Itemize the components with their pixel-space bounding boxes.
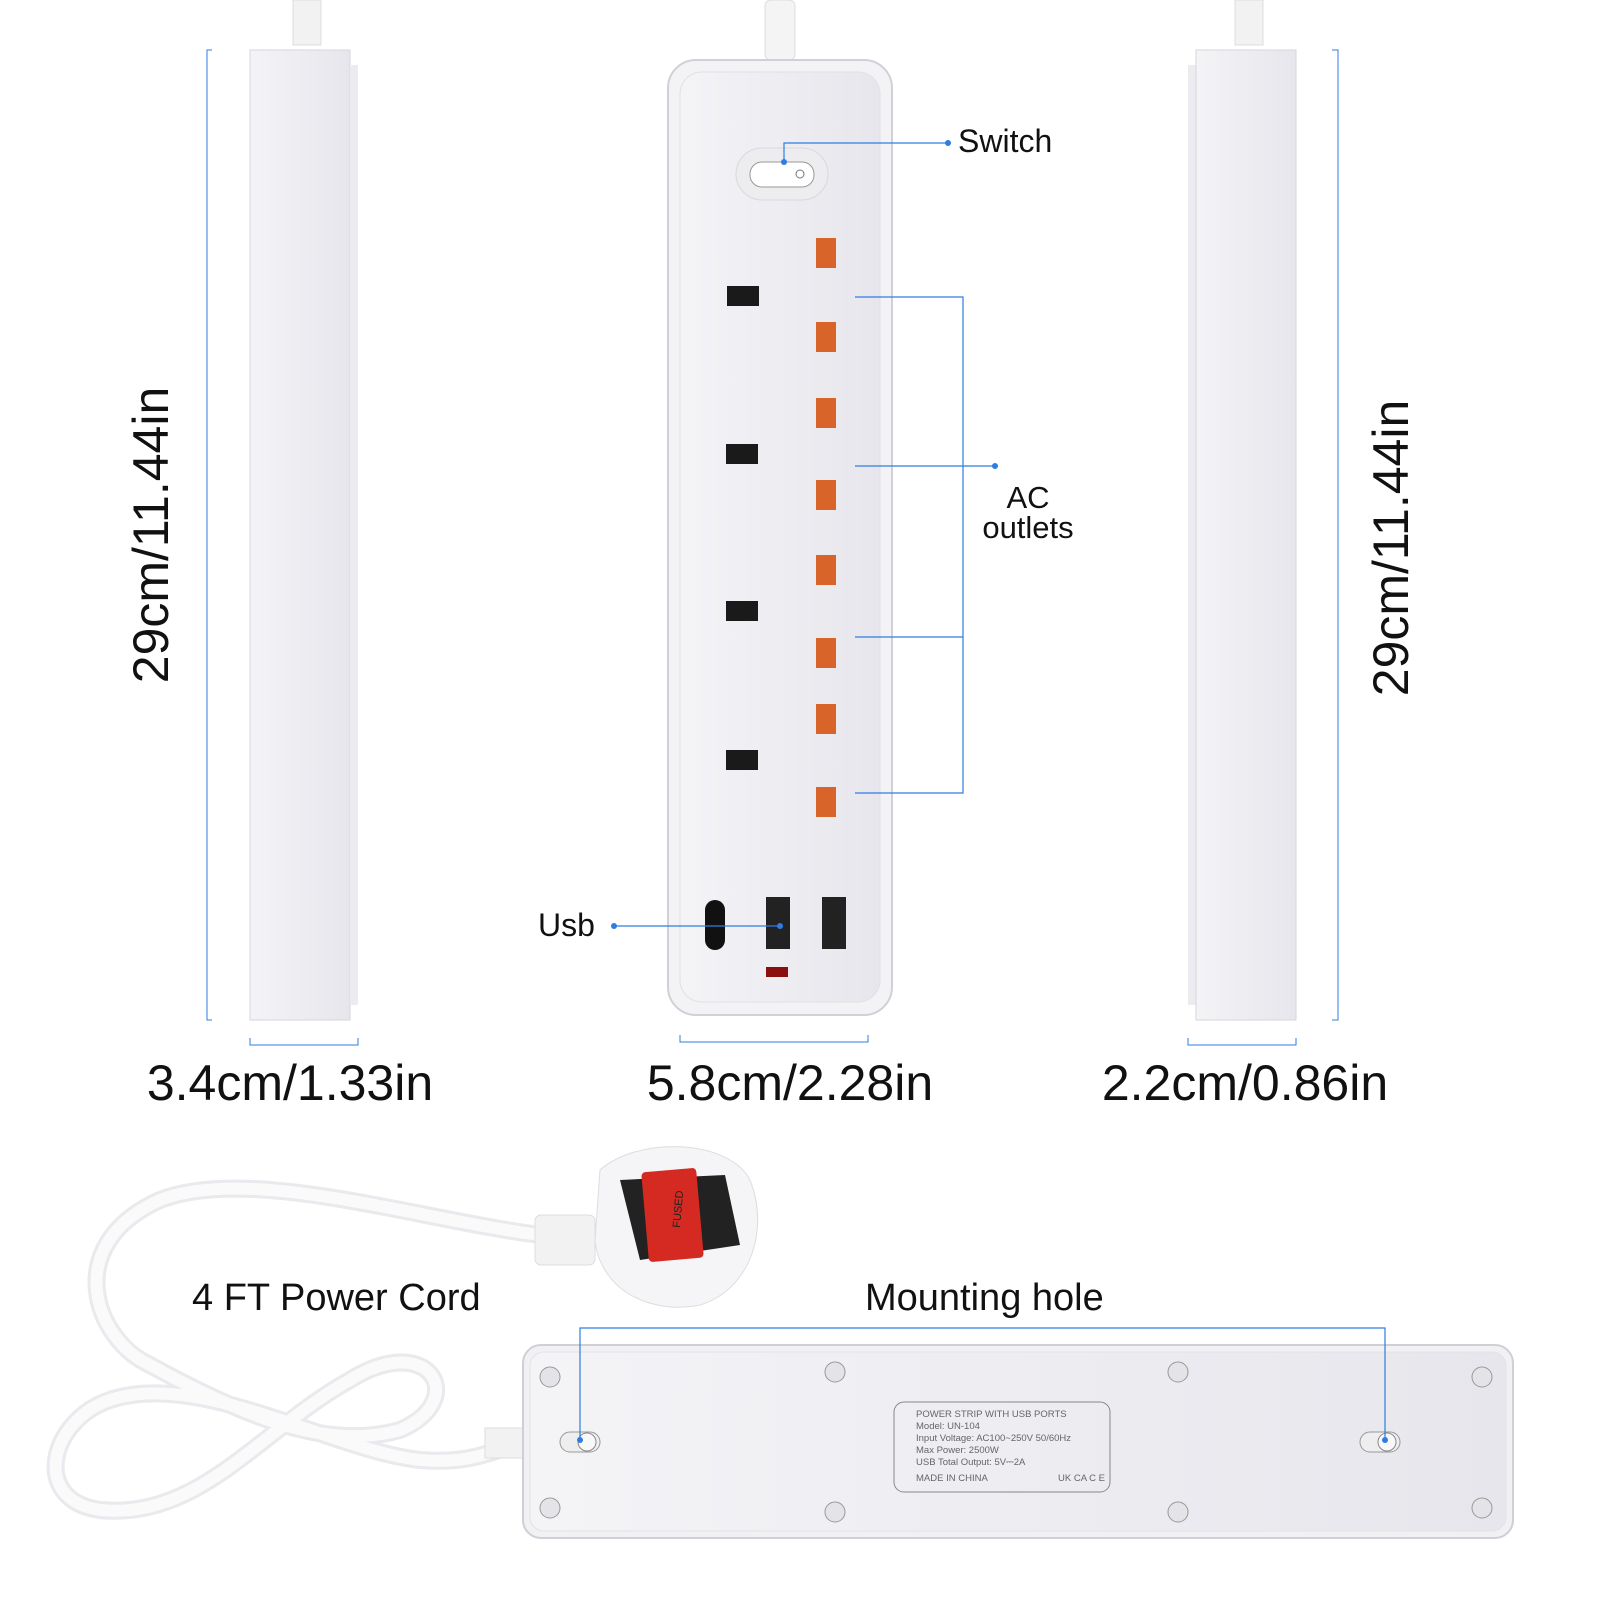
usb-a-port	[766, 897, 790, 949]
switch-label: Switch	[958, 123, 1052, 159]
ac-outlets-label-2: outlets	[982, 510, 1073, 545]
usb-label: Usb	[538, 907, 595, 943]
mounting-hole-label: Mounting hole	[865, 1277, 1104, 1319]
width-dimension-line	[249, 1038, 359, 1046]
height-dimension-line	[206, 49, 212, 1021]
outlet-4	[726, 704, 836, 817]
left-side-view: 29cm/11.44in 3.4cm/1.33in	[123, 0, 433, 1111]
front-width-label: 5.8cm/2.28in	[647, 1055, 933, 1111]
front-view: 5.8cm/2.28in	[647, 0, 933, 1111]
screws	[539, 1361, 1493, 1523]
uk-plug: FUSED	[534, 1146, 759, 1308]
usb-c-port	[705, 900, 725, 950]
spec-max-power: Max Power: 2500W	[916, 1445, 999, 1456]
fused-label: FUSED	[671, 1190, 686, 1228]
fuse-cover	[641, 1168, 704, 1262]
left-width-label: 3.4cm/1.33in	[147, 1055, 433, 1111]
back-view: POWER STRIP WITH USB PORTS Model: UN-104…	[484, 1327, 1514, 1539]
certification-marks: UK CA C E	[1058, 1473, 1105, 1484]
power-cord	[46, 1179, 549, 1520]
spec-input: Input Voltage: AC100~250V 50/60Hz	[916, 1433, 1071, 1444]
indicator-light	[766, 967, 788, 977]
right-width-label: 2.2cm/0.86in	[1102, 1055, 1388, 1111]
spec-label: POWER STRIP WITH USB PORTS Model: UN-104…	[893, 1401, 1111, 1493]
power-icon	[795, 169, 805, 179]
spec-usb-output: USB Total Output: 5V⎓2A	[916, 1457, 1026, 1468]
right-side-view: 29cm/11.44in 2.2cm/0.86in	[1102, 0, 1419, 1111]
outlet-2	[726, 398, 836, 510]
spec-model: Model: UN-104	[916, 1421, 980, 1432]
usb-a-port	[822, 897, 846, 949]
usb-ports	[705, 897, 846, 977]
left-height-label: 29cm/11.44in	[123, 387, 179, 683]
spec-title: POWER STRIP WITH USB PORTS	[916, 1409, 1067, 1420]
ac-outlets	[726, 238, 836, 817]
power-cord-label: 4 FT Power Cord	[192, 1277, 481, 1319]
mounting-hole-right	[1359, 1431, 1401, 1453]
right-height-label: 29cm/11.44in	[1363, 400, 1419, 696]
outlet-3	[726, 555, 836, 668]
spec-origin: MADE IN CHINA	[916, 1473, 988, 1484]
power-switch[interactable]	[735, 147, 829, 201]
outlet-1	[727, 238, 836, 352]
ac-outlets-label: AC	[1006, 480, 1049, 515]
